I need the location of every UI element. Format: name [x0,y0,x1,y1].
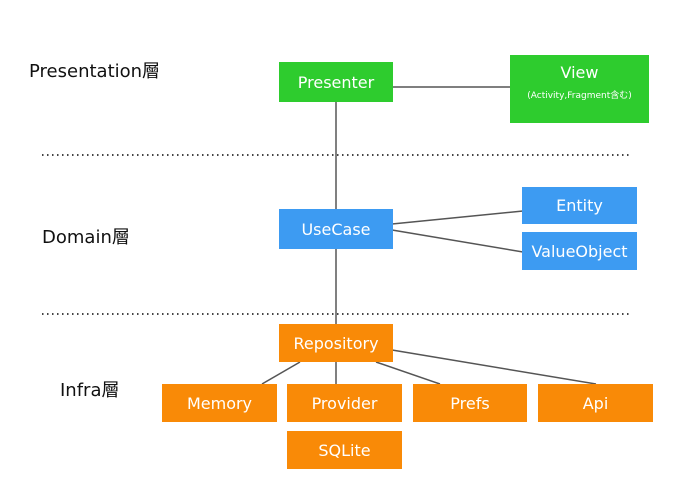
repository-label: Repository [293,333,379,353]
usecase-label: UseCase [301,219,371,239]
layer-label-presentation: Presentation層 [29,61,161,82]
entity-node[interactable]: Entity [522,187,637,224]
memory-label: Memory [186,393,253,413]
sqlite-node[interactable]: SQLite [287,431,402,469]
memory-node[interactable]: Memory [162,384,277,422]
view-label: View [560,63,599,82]
edge-repository-api [391,349,597,385]
valueobject-node[interactable]: ValueObject [522,232,637,270]
view-sublabel: (Activity,Fragment含む) [527,91,632,101]
prefs-node[interactable]: Prefs [413,384,527,422]
usecase-node[interactable]: UseCase [279,209,393,249]
entity-label: Entity [556,196,603,215]
repository-node[interactable]: Repository [279,324,393,362]
provider-label: Provider [311,393,378,413]
provider-node[interactable]: Provider [287,384,402,422]
edge-usecase-entity [391,210,524,225]
api-label: Api [582,393,609,413]
edge-repository-prefs [375,361,441,385]
valueobject-label: ValueObject [531,241,628,261]
presenter-node[interactable]: Presenter [279,62,393,102]
layer-label-infra: Infra層 [60,380,120,401]
edge-repository-memory [261,361,301,385]
api-node[interactable]: Api [538,384,653,422]
layer-label-domain: Domain層 [42,227,130,248]
sqlite-label: SQLite [318,440,371,460]
edge-usecase-valueobject [391,229,524,253]
presenter-label: Presenter [297,72,375,92]
view-node[interactable]: View (Activity,Fragment含む) [510,55,649,123]
prefs-label: Prefs [450,393,490,413]
